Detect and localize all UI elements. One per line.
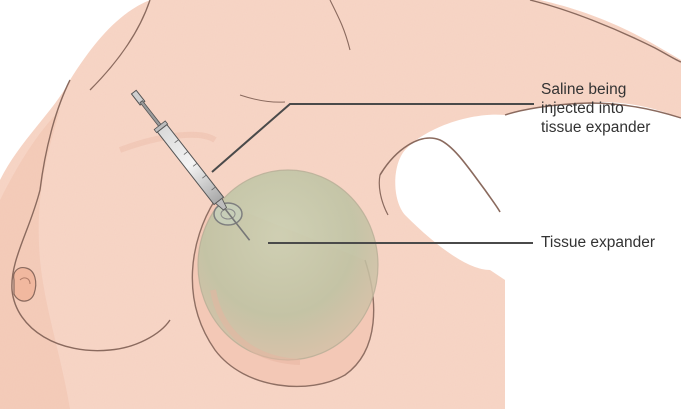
saline-label-line-1: Saline being (541, 80, 650, 99)
tissue-expander-label: Tissue expander (541, 233, 655, 252)
saline-label-line-2: injected into (541, 99, 650, 118)
left-nipple (14, 268, 36, 302)
tissue-expander-shape (198, 170, 378, 360)
tissue-expander-label-text: Tissue expander (541, 233, 655, 252)
injection-port (214, 203, 242, 225)
saline-injection-label: Saline being injected into tissue expand… (541, 80, 650, 137)
saline-label-line-3: tissue expander (541, 118, 650, 137)
